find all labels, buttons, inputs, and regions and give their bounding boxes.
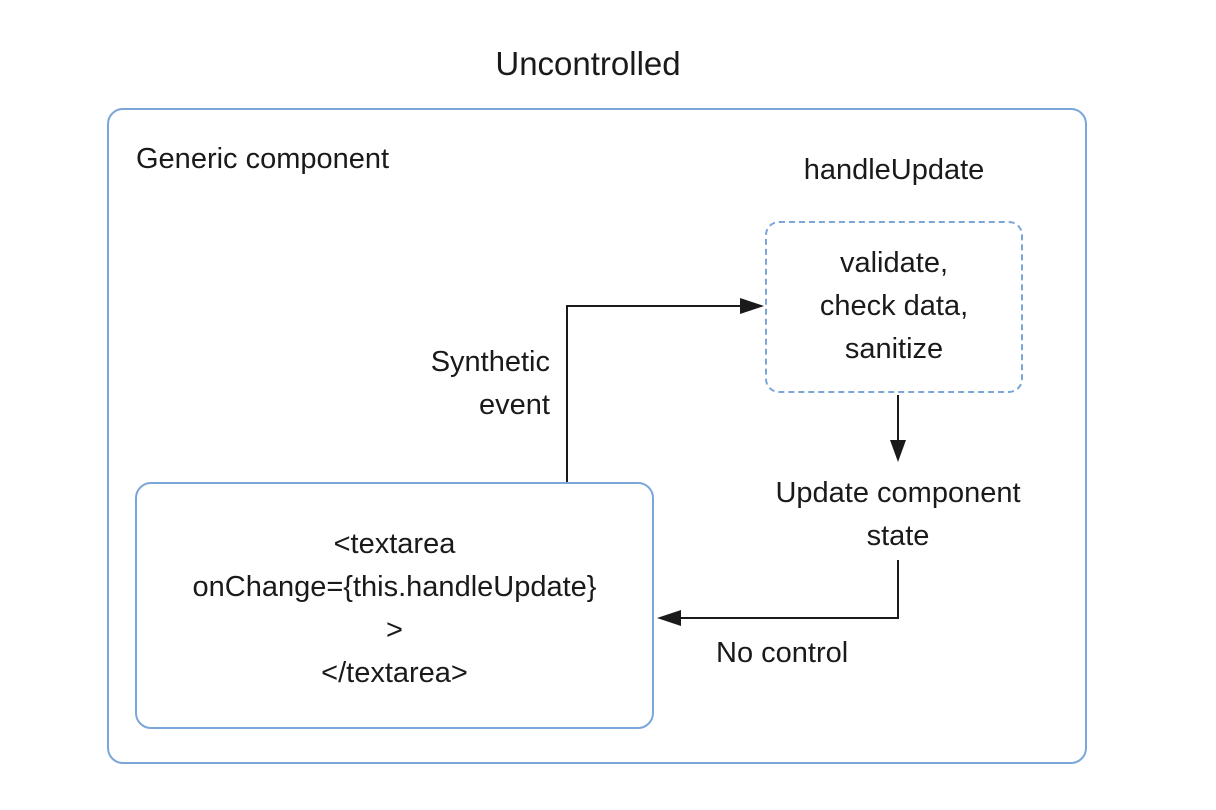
- textarea-component-box: [135, 482, 654, 729]
- handler-line-check-data: check data,: [819, 290, 969, 322]
- synthetic-event-label-line2: event: [479, 389, 550, 421]
- no-control-arrow: [680, 560, 899, 619]
- synthetic-event-label-line1: Synthetic: [430, 346, 550, 378]
- update-state-label-line2: state: [866, 520, 930, 552]
- no-control-arrowhead: [657, 610, 681, 626]
- synthetic-event-arrow: [566, 305, 742, 482]
- diagram-title: Uncontrolled: [495, 45, 681, 82]
- textarea-close-bracket: >: [386, 614, 403, 646]
- handler-name-label: handleUpdate: [803, 154, 985, 186]
- generic-component-label: Generic component: [136, 143, 390, 175]
- generic-component-container: [107, 108, 1087, 764]
- synthetic-event-arrowhead: [740, 298, 764, 314]
- textarea-open-tag: <textarea: [333, 528, 456, 560]
- handler-line-validate: validate,: [839, 247, 948, 279]
- textarea-onchange-attr: onChange={this.handleUpdate}: [192, 571, 597, 603]
- handler-box: [765, 221, 1023, 393]
- no-control-label: No control: [716, 637, 849, 669]
- update-state-label-line1: Update component: [775, 477, 1021, 509]
- handler-to-state-arrowhead: [890, 440, 906, 462]
- textarea-close-tag: </textarea>: [321, 657, 468, 689]
- handler-line-sanitize: sanitize: [844, 333, 944, 365]
